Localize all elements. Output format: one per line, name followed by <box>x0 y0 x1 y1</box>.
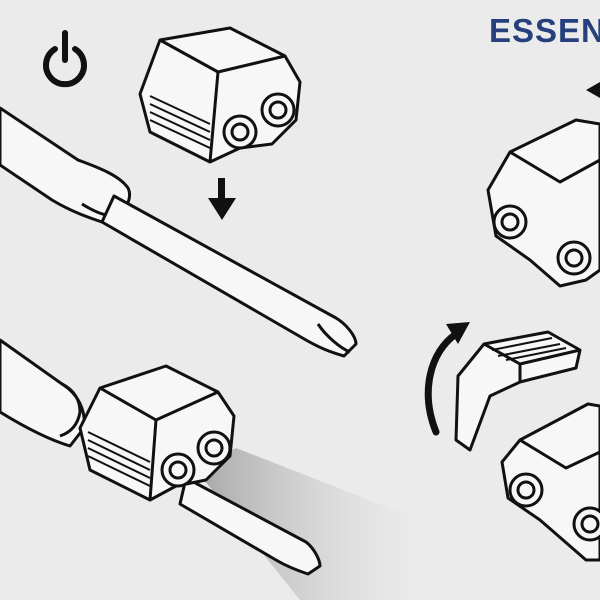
light-beam <box>196 448 420 600</box>
clip-cover <box>454 330 582 452</box>
brand-text: ESSEN <box>489 12 600 49</box>
power-icon <box>43 30 87 88</box>
screwdriver-bottom <box>0 338 322 576</box>
connector-right-bottom <box>500 402 600 562</box>
screwdriver-top <box>0 106 358 358</box>
connector-top <box>138 26 302 164</box>
connector-right-top <box>486 118 600 288</box>
arrow-left-icon <box>586 82 600 98</box>
connector-bottom <box>78 364 236 502</box>
arrow-curved-icon <box>424 322 470 436</box>
arrow-down-icon <box>208 178 236 220</box>
